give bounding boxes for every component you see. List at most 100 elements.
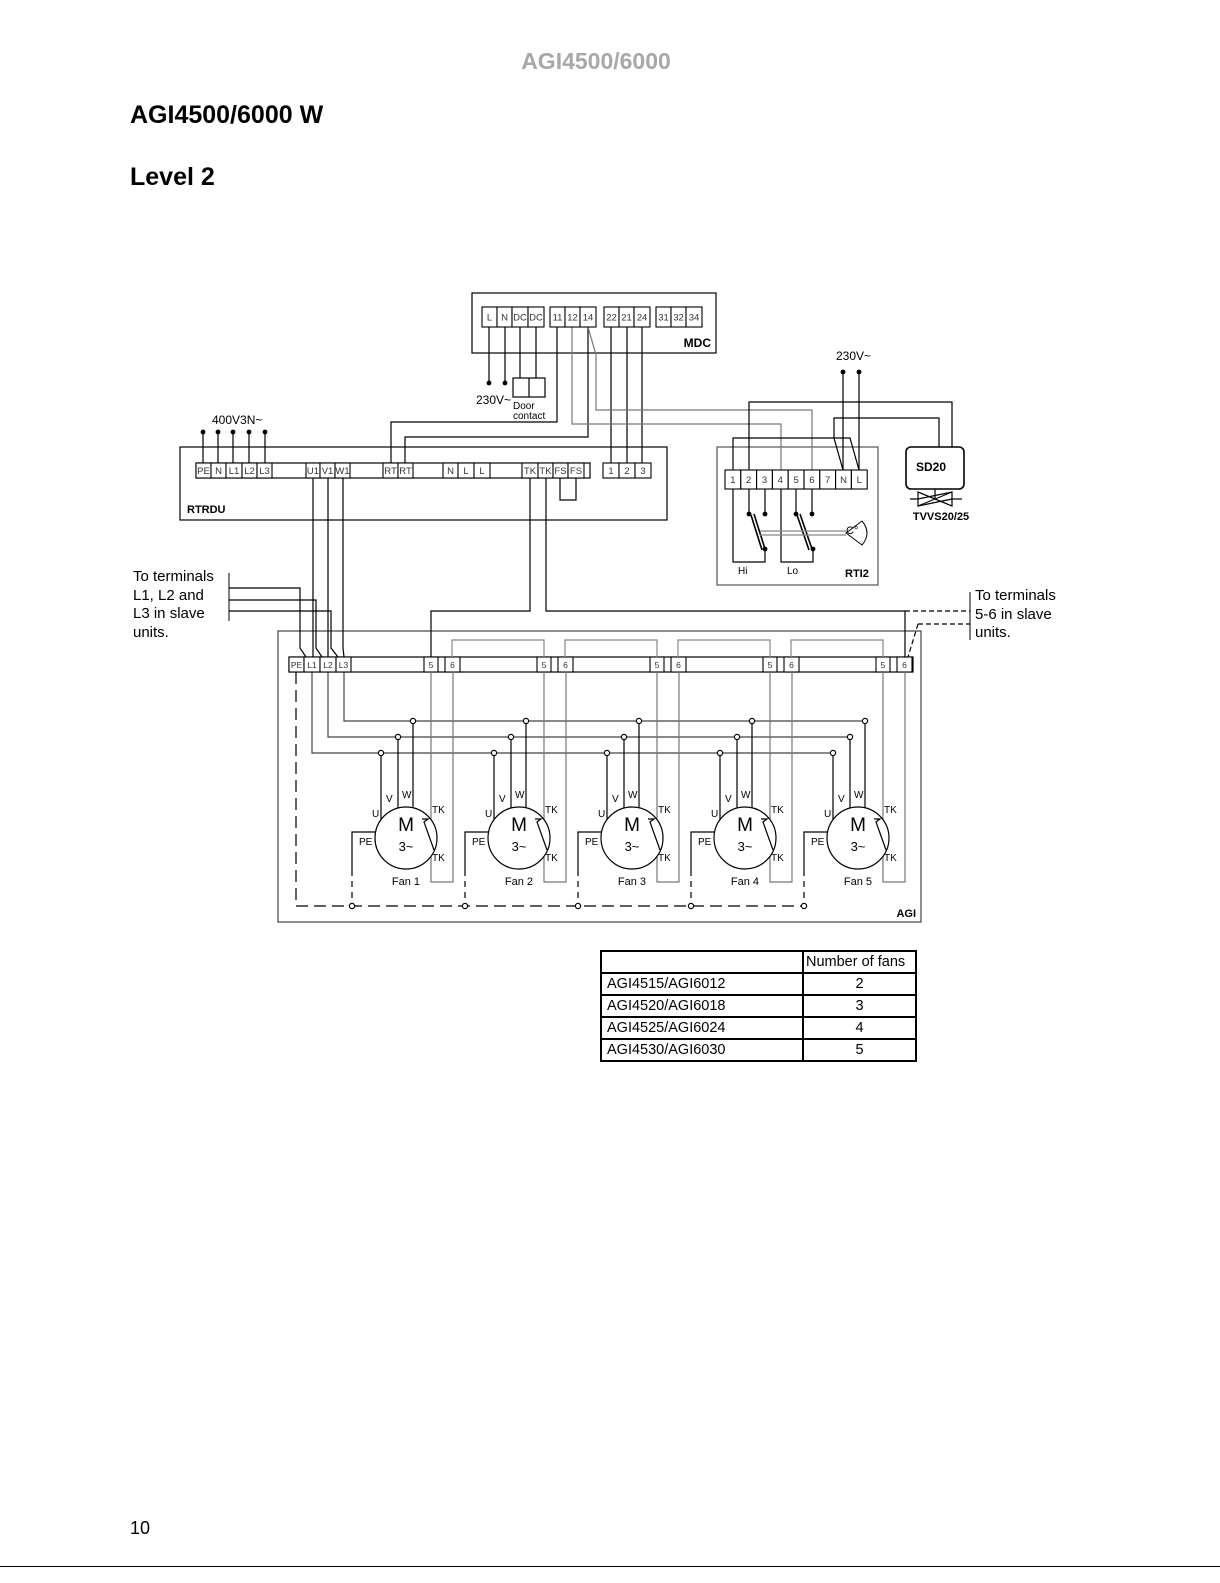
terminal-label: 3 [640, 466, 645, 477]
fan-label: Fan 2 [505, 876, 533, 888]
ground-node [687, 902, 695, 910]
terminal-box [634, 462, 652, 479]
note-line: L3 in slave [133, 605, 205, 622]
terminal-label: 5 [542, 660, 547, 670]
motor-phase: 3~ [512, 839, 527, 854]
ground-node [461, 902, 469, 910]
terminal-label: RT [384, 466, 397, 477]
terminal-box [579, 306, 597, 328]
note-line: units. [975, 624, 1011, 641]
phase-leads [606, 721, 640, 820]
fan-label: Fan 3 [618, 876, 646, 888]
terminal: 32 [670, 306, 687, 328]
terminal-label: DC [513, 313, 527, 324]
table-header-cell: Number of fans [802, 950, 917, 974]
terminal: DC [527, 306, 545, 328]
terminal-label: L [487, 313, 492, 324]
terminal-box [567, 462, 585, 479]
section-title: Level 2 [130, 163, 215, 191]
v-label: V [499, 794, 506, 805]
connection-dot [502, 380, 508, 386]
terminal: W1 [334, 462, 351, 479]
terminal-label: TK [524, 466, 537, 477]
tk-label: TK [658, 805, 671, 816]
terminal: L2 [319, 656, 337, 673]
w-label: W [515, 790, 525, 801]
footer-rule [0, 1566, 1220, 1567]
pe-label: PE [698, 837, 712, 848]
connection-dot [762, 546, 768, 552]
terminal: 31 [655, 306, 672, 328]
terminal: L1 [225, 462, 243, 479]
motor-icon [487, 806, 551, 870]
connection-dot [840, 369, 846, 375]
w-label: W [628, 790, 638, 801]
terminal: 4 [771, 469, 789, 490]
tk-label: TK [658, 853, 671, 864]
thermal-contact-icon [761, 818, 774, 851]
fan-motor-3 [574, 639, 771, 910]
terminal: 5 [787, 469, 805, 490]
terminal-label: 24 [637, 313, 648, 324]
thermal-contact-wire [656, 672, 680, 883]
ground-node [348, 902, 356, 910]
tk-label: TK [771, 853, 784, 864]
motor-phase: 3~ [851, 839, 866, 854]
rti2-label: RTI2 [845, 568, 869, 580]
terminal-label: N [501, 313, 508, 324]
terminal-label: W1 [335, 466, 349, 477]
fan-motor-5 [800, 672, 906, 910]
connection-dot [809, 511, 815, 517]
terminal: 5 [649, 656, 665, 673]
terminal: L1 [303, 656, 321, 673]
terminal: 34 [685, 306, 703, 328]
connection-dot [810, 546, 816, 552]
terminal: N [835, 469, 852, 490]
fan-motor-1 [348, 639, 545, 910]
terminal-box [334, 462, 351, 479]
phase-leads [493, 721, 527, 820]
table-header-cell [600, 950, 804, 974]
w-label: W [741, 790, 751, 801]
junction-dot [716, 749, 724, 757]
terminal: 11 [549, 306, 566, 328]
motor-symbol: M [624, 815, 640, 836]
sensor-label: C° [846, 525, 858, 537]
terminal: L [481, 306, 498, 328]
terminal-box [256, 462, 273, 479]
terminal-label: 6 [902, 660, 907, 670]
terminal-label: 31 [658, 313, 669, 324]
fan-count-cell: 5 [802, 1038, 917, 1062]
connection-dot [262, 429, 268, 435]
terminal: 2 [618, 462, 636, 479]
thermal-contact-wire [882, 672, 906, 883]
thermal-contact-icon [648, 818, 661, 851]
v-label: V [612, 794, 619, 805]
motor-phase: 3~ [625, 839, 640, 854]
rtrdu-label: RTRDU [187, 504, 226, 516]
link-wire [451, 639, 545, 657]
terminal-label: 11 [553, 313, 563, 324]
terminal-label: 5 [793, 475, 798, 486]
junction-dot [829, 749, 837, 757]
junction-dot [635, 717, 643, 725]
ground-node [574, 902, 582, 910]
u-label: U [372, 809, 379, 820]
terminal: L [850, 469, 868, 490]
terminal: 6 [444, 656, 461, 673]
phase-leads [832, 721, 866, 820]
rtrdu-box [179, 446, 668, 521]
note-line: To terminals [975, 587, 1056, 604]
door-contact-label: contact [513, 411, 545, 422]
terminal-box [633, 306, 651, 328]
terminal-label: L2 [323, 660, 333, 670]
connection-dot [793, 511, 799, 517]
terminal: L2 [241, 462, 258, 479]
terminal-label: L [479, 466, 484, 477]
pe-label: PE [585, 837, 599, 848]
terminal-label: 3 [762, 475, 767, 486]
model-cell: AGI4520/AGI6018 [600, 994, 804, 1018]
rtrdu-supply-label: 400V3N~ [212, 413, 262, 427]
